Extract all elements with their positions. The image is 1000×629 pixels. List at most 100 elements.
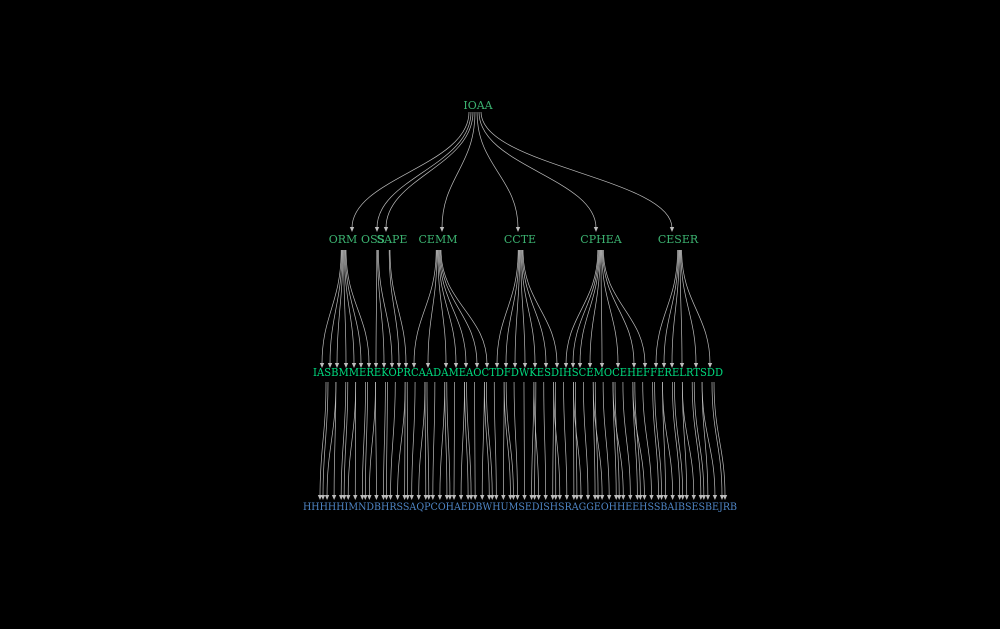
root-edge-arrow (349, 227, 355, 232)
level2-edge (632, 381, 645, 497)
level2-edge (474, 381, 476, 497)
level1-edge (336, 249, 344, 365)
level2-edge-arrow (388, 495, 393, 500)
root-edge-arrow (669, 227, 675, 232)
level2-edge-arrow (571, 495, 577, 500)
level1-edge (343, 249, 347, 365)
level2-edge-arrow (423, 495, 428, 500)
level1-edge (603, 249, 646, 365)
level2-edge (612, 381, 624, 497)
level2-edge-arrow (395, 495, 400, 500)
level2-edge-arrow (363, 495, 368, 500)
level2-edge-arrow (346, 495, 351, 500)
level2-edge (505, 381, 514, 497)
node-ccte: CCTE (504, 233, 536, 246)
level2-edge-arrow (437, 495, 443, 500)
level1-edge-arrow (631, 363, 637, 368)
level2-edge (432, 381, 436, 497)
level2-edge (411, 381, 416, 497)
level2-edge (691, 381, 702, 497)
level2-edge (383, 381, 386, 497)
level2-edge-arrow (691, 495, 696, 500)
level1-edge (589, 249, 601, 365)
level1-edge-arrow (494, 363, 500, 368)
level1-edge (521, 249, 547, 365)
level2-edge (652, 381, 659, 497)
level2-edge (404, 381, 406, 497)
root-edges (349, 111, 675, 232)
level1-edge-arrow (396, 363, 402, 368)
level1-edge (496, 249, 519, 365)
level1-edges (319, 249, 713, 368)
level2-edges (317, 381, 728, 500)
level1-edge-arrow (532, 363, 538, 368)
level2-edge-arrow (468, 495, 474, 500)
level1-edge (522, 249, 558, 365)
level2-edge (654, 381, 662, 497)
level2-edge-arrow (374, 495, 379, 500)
level2-edge-arrow (578, 495, 584, 500)
level1-edge-arrow (693, 363, 699, 368)
level1-edge (671, 249, 680, 365)
level1-edge (427, 249, 438, 365)
level1-edge (438, 249, 457, 365)
level2-edge-arrow (574, 495, 580, 500)
level2-edge-arrow (557, 495, 562, 500)
level2-edge-arrow (543, 495, 548, 500)
node-orm: ORM (329, 233, 358, 246)
level2-edge (701, 381, 716, 497)
level2-edge (484, 381, 490, 497)
level2-edge-arrow (324, 495, 330, 500)
level2-edge (375, 381, 377, 497)
root-edge-arrow (439, 227, 445, 232)
level2-edge-arrow (331, 495, 337, 500)
level2-edge-arrow (409, 495, 414, 500)
leaf-labels: HHHHHIMNDBHRSSAQPCOHAEDBWHUMSEDISHSRAGGE… (303, 502, 737, 513)
level2-edge-arrow (592, 495, 598, 500)
level2-edge-arrow (430, 495, 436, 500)
level2-edge-arrow (508, 495, 513, 500)
level2-edge-arrow (719, 495, 725, 500)
level1-edge-arrow (389, 363, 395, 368)
level1-edge-arrow (615, 363, 621, 368)
level2-edge (513, 381, 518, 497)
level2-edge (713, 381, 726, 497)
level2-edge (503, 381, 511, 497)
level2-edge (672, 381, 681, 497)
root-edge (376, 111, 472, 229)
level2-edge (711, 381, 723, 497)
level2-edge-arrow (458, 495, 464, 500)
level1-edge (377, 249, 385, 365)
level2-edge (534, 381, 537, 497)
level2-edge-arrow (599, 495, 605, 500)
level2-edge (693, 381, 705, 497)
level2-edge (622, 381, 631, 497)
level2-edge (582, 381, 589, 497)
root-edge (476, 111, 519, 229)
level2-edge-arrow (642, 495, 647, 500)
level2-edge-arrow (416, 495, 421, 500)
level1-edge-arrow (425, 363, 431, 368)
level2-edge-arrow (536, 495, 541, 500)
level2-edge (343, 381, 349, 497)
level2-edge-arrow (585, 495, 591, 500)
level2-edge-arrow (367, 495, 372, 500)
level1-edge (565, 249, 599, 365)
level2-edge-arrow (659, 495, 664, 500)
level1-edge-arrow (453, 363, 459, 368)
level1-edge (601, 249, 619, 365)
level2-edge (464, 381, 469, 497)
level1-edge (440, 249, 488, 365)
level1-edge (389, 249, 407, 365)
level1-edge (521, 249, 536, 365)
level2-edge (662, 381, 673, 497)
level1-edge-arrow (484, 363, 490, 368)
level2-edge (466, 381, 472, 497)
level2-edge-arrow (680, 495, 685, 500)
level2-edge-arrow (649, 495, 654, 500)
level2-edge (486, 381, 493, 497)
node-sape: SAPE (377, 233, 408, 246)
level2-edge-arrow (550, 495, 555, 500)
level1-edge (680, 249, 697, 365)
